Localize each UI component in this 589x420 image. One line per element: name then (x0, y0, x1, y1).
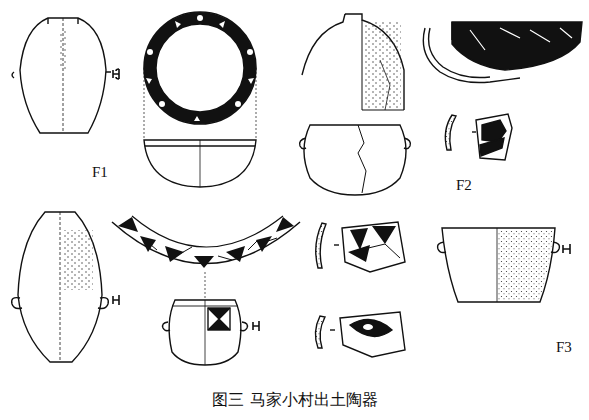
tall-jar-f3 (12, 212, 119, 362)
rim-arc-f3 (112, 216, 300, 300)
pot-f3 (438, 228, 570, 302)
small-jar-f3 (163, 300, 259, 365)
jar-shoulder-f2 (302, 14, 404, 110)
sherds-f2 (445, 114, 512, 160)
sherds-f3 (315, 222, 405, 357)
feature-label: F2 (456, 178, 472, 193)
feature-label: F3 (556, 340, 572, 355)
figure-caption: 图三 马家小村出土陶器 (212, 392, 377, 408)
pot-f2 (300, 125, 411, 195)
feature-label: F1 (92, 165, 108, 180)
bowl-fragment-f2 (423, 22, 582, 83)
bowl-top-view (144, 12, 256, 187)
jar-f1 (12, 18, 119, 133)
